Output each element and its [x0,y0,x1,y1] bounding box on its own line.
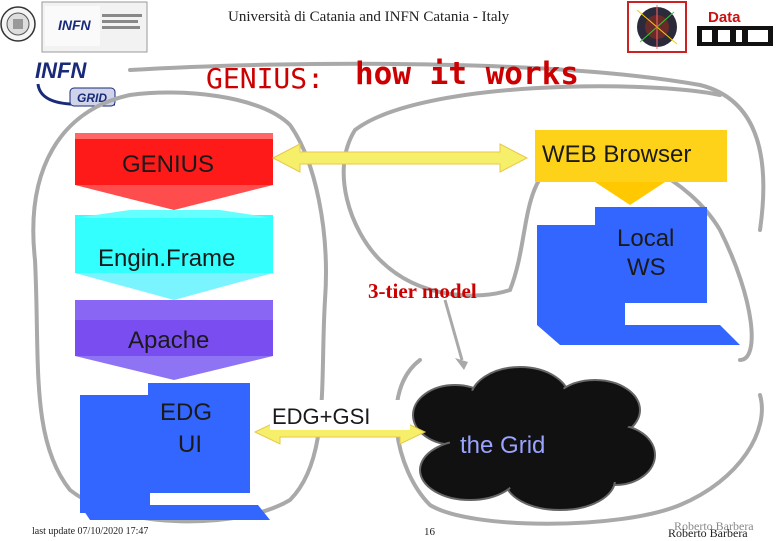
datagrid-logo-text: Data [708,9,741,26]
page-title-rest: how it works [355,56,579,92]
infn-logo-top-text: INFN [58,17,92,33]
apache-block: Apache [75,300,273,380]
edg-ui-monitor: EDG UI [80,383,270,520]
local-ws-label-line2: WS [627,254,666,281]
edg-ui-label-line2: UI [178,431,202,458]
page-title-prefix: GENIUS: [206,62,325,95]
genius-to-enginframe-arrow [75,185,273,210]
genius-label: GENIUS [122,151,214,178]
three-tier-label: 3-tier model [368,279,477,303]
grid-cloud: the Grid [412,366,656,511]
edg-ui-label-line1: EDG [160,399,212,426]
three-tier-arrow [443,299,468,370]
infn-grid-logo: INFN GRID [35,58,116,107]
page-number: 16 [424,526,435,538]
apache-label: Apache [128,327,209,354]
infn-grid-logo-sub: GRID [77,91,107,105]
datagrid-logo: Data [695,2,775,50]
edg-gsi-arrow: EDG+GSI [253,400,427,445]
infn-logo-top: INFN [41,1,148,53]
university-seal-logo [0,6,36,42]
author-shadow: Roberto Barbera [674,519,754,533]
particle-event-logo [627,1,687,53]
last-update-text: last update 07/10/2020 17:47 [32,526,149,537]
local-ws-monitor: Local WS [537,207,740,345]
edg-gsi-label: EDG+GSI [272,404,370,429]
left-loop [31,90,328,524]
infn-grid-logo-text: INFN [35,58,87,83]
genius-block: GENIUS [75,133,273,185]
enginframe-block: Engin.Frame [75,210,273,300]
local-ws-label-line1: Local [617,225,674,252]
author-name: Roberto Barbera [668,526,748,540]
affiliation-text: Università di Catania and INFN Catania -… [228,9,510,25]
top-arc [128,61,766,232]
genius-browser-double-arrow [271,143,529,173]
enginframe-label: Engin.Frame [98,245,235,272]
right-loop [341,84,754,362]
grid-label: the Grid [460,432,545,459]
web-browser-label: WEB Browser [542,141,691,168]
web-browser-block: WEB Browser [535,130,727,205]
